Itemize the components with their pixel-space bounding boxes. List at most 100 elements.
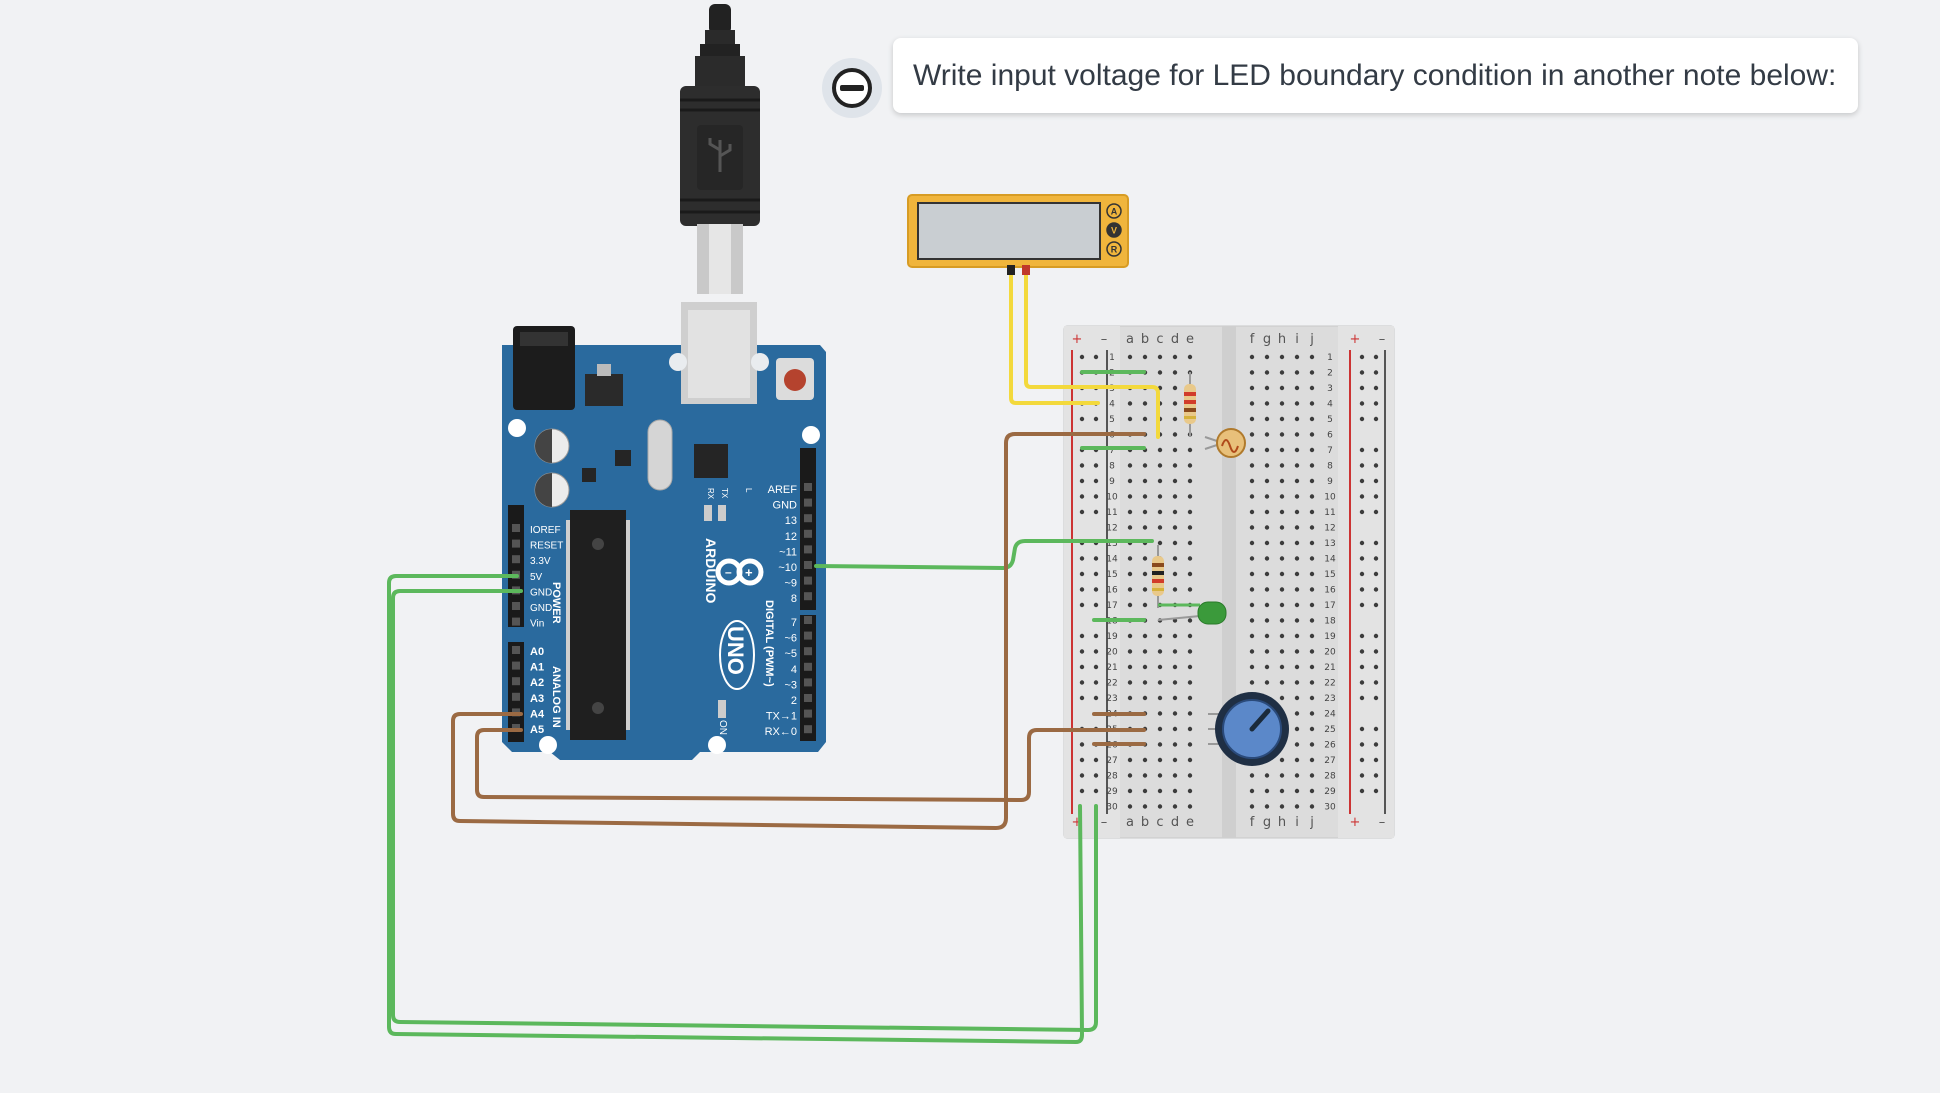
breadboard-hole[interactable] (1172, 804, 1178, 809)
rail-hole[interactable] (1079, 509, 1085, 515)
header-pin[interactable] (804, 616, 812, 624)
header-pin[interactable] (804, 725, 812, 734)
breadboard-hole[interactable] (1187, 354, 1193, 360)
breadboard-hole[interactable] (1294, 695, 1300, 701)
rail-hole[interactable] (1359, 788, 1365, 794)
breadboard-hole[interactable] (1127, 509, 1133, 515)
breadboard-hole[interactable] (1309, 494, 1315, 499)
breadboard-hole[interactable] (1249, 401, 1255, 406)
breadboard-hole[interactable] (1309, 680, 1315, 685)
breadboard-hole[interactable] (1279, 401, 1285, 406)
breadboard-hole[interactable] (1264, 633, 1270, 639)
breadboard-hole[interactable] (1294, 354, 1300, 360)
photoresistor[interactable] (1204, 428, 1246, 458)
breadboard-hole[interactable] (1172, 587, 1178, 592)
breadboard-hole[interactable] (1309, 370, 1315, 375)
breadboard-hole[interactable] (1142, 757, 1148, 763)
rail-hole[interactable] (1079, 602, 1085, 608)
breadboard-hole[interactable] (1309, 633, 1315, 639)
breadboard-hole[interactable] (1279, 509, 1285, 515)
header-pin[interactable] (512, 555, 520, 564)
breadboard-hole[interactable] (1127, 556, 1133, 561)
breadboard-hole[interactable] (1142, 525, 1148, 530)
rail-hole[interactable] (1359, 354, 1365, 360)
breadboard-hole[interactable] (1157, 695, 1163, 701)
rail-hole[interactable] (1373, 463, 1379, 468)
rail-hole[interactable] (1079, 354, 1085, 360)
breadboard-hole[interactable] (1294, 509, 1300, 515)
rail-hole[interactable] (1093, 416, 1099, 422)
breadboard-hole[interactable] (1142, 788, 1148, 794)
breadboard-hole[interactable] (1127, 354, 1133, 360)
breadboard-hole[interactable] (1279, 416, 1285, 422)
breadboard-hole[interactable] (1264, 664, 1270, 670)
rail-hole[interactable] (1359, 385, 1365, 391)
rail-hole[interactable] (1373, 354, 1379, 360)
breadboard-hole[interactable] (1249, 618, 1255, 623)
breadboard-hole[interactable] (1187, 540, 1193, 546)
breadboard-hole[interactable] (1264, 432, 1270, 437)
breadboard-hole[interactable] (1309, 525, 1315, 530)
breadboard-hole[interactable] (1294, 370, 1300, 375)
breadboard-hole[interactable] (1157, 742, 1163, 747)
rail-hole[interactable] (1093, 463, 1099, 468)
breadboard-hole[interactable] (1264, 571, 1270, 577)
rail-hole[interactable] (1373, 571, 1379, 577)
rail-hole[interactable] (1093, 773, 1099, 778)
breadboard-hole[interactable] (1187, 509, 1193, 515)
header-pin[interactable] (512, 661, 520, 670)
breadboard-hole[interactable] (1279, 757, 1285, 763)
rail-hole[interactable] (1373, 509, 1379, 515)
breadboard-hole[interactable] (1309, 773, 1315, 778)
breadboard-hole[interactable] (1294, 432, 1300, 437)
breadboard-hole[interactable] (1264, 354, 1270, 360)
breadboard-hole[interactable] (1264, 447, 1270, 453)
rail-hole[interactable] (1093, 649, 1099, 654)
breadboard-hole[interactable] (1249, 680, 1255, 685)
header-pin[interactable] (804, 694, 812, 702)
breadboard-hole[interactable] (1187, 556, 1193, 561)
header-pin[interactable] (512, 677, 520, 686)
breadboard-hole[interactable] (1142, 509, 1148, 515)
rail-hole[interactable] (1373, 478, 1379, 484)
rail-hole[interactable] (1079, 494, 1085, 499)
breadboard-hole[interactable] (1187, 633, 1193, 639)
breadboard-hole[interactable] (1279, 370, 1285, 375)
rail-hole[interactable] (1373, 649, 1379, 654)
rail-hole[interactable] (1093, 587, 1099, 592)
breadboard-hole[interactable] (1309, 804, 1315, 809)
breadboard-hole[interactable] (1249, 540, 1255, 546)
breadboard-hole[interactable] (1309, 401, 1315, 406)
breadboard-hole[interactable] (1294, 540, 1300, 546)
header-pin[interactable] (804, 514, 812, 523)
breadboard-hole[interactable] (1187, 478, 1193, 484)
breadboard-hole[interactable] (1157, 525, 1163, 530)
rail-hole[interactable] (1079, 695, 1085, 701)
rail-hole[interactable] (1373, 664, 1379, 670)
breadboard-hole[interactable] (1249, 587, 1255, 592)
multimeter[interactable]: AVR (907, 194, 1129, 268)
breadboard-hole[interactable] (1142, 571, 1148, 577)
breadboard-hole[interactable] (1187, 664, 1193, 670)
header-pin[interactable] (804, 647, 812, 656)
breadboard-hole[interactable] (1279, 788, 1285, 794)
breadboard-hole[interactable] (1249, 354, 1255, 360)
usb-cable[interactable] (680, 4, 760, 294)
breadboard-hole[interactable] (1157, 494, 1163, 499)
breadboard-hole[interactable] (1172, 447, 1178, 453)
rail-hole[interactable] (1359, 494, 1365, 499)
breadboard-hole[interactable] (1279, 478, 1285, 484)
breadboard-hole[interactable] (1264, 804, 1270, 809)
breadboard-hole[interactable] (1127, 788, 1133, 794)
breadboard-hole[interactable] (1249, 525, 1255, 530)
rail-hole[interactable] (1359, 370, 1365, 375)
rail-hole[interactable] (1079, 680, 1085, 685)
breadboard-hole[interactable] (1309, 726, 1315, 732)
multimeter-mode-a-button[interactable] (1106, 203, 1122, 219)
breadboard-hole[interactable] (1157, 447, 1163, 453)
breadboard-hole[interactable] (1279, 633, 1285, 639)
breadboard-hole[interactable] (1249, 633, 1255, 639)
breadboard-hole[interactable] (1187, 711, 1193, 716)
breadboard-hole[interactable] (1279, 773, 1285, 778)
breadboard-hole[interactable] (1279, 587, 1285, 592)
